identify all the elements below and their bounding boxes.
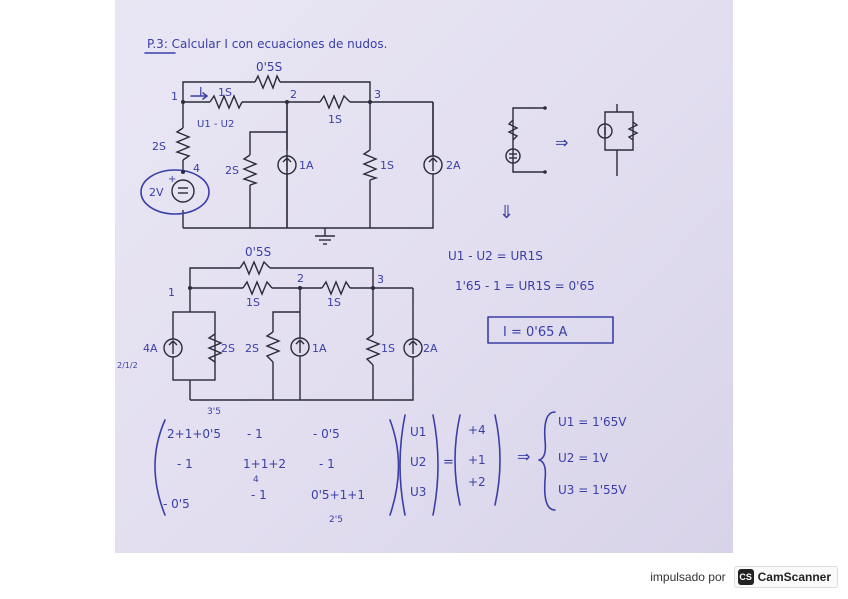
rhs-3: +2 — [468, 475, 486, 489]
c1-r14-label: 2S — [152, 140, 166, 153]
powered-by-text: impulsado por — [650, 570, 726, 584]
footer: impulsado por CS CamScanner — [650, 565, 838, 589]
problem-title: P.3: Calcular I con ecuaciones de nudos. — [147, 37, 387, 51]
c1-current-label: I — [199, 85, 203, 99]
m-r3c2: - 1 — [251, 488, 267, 502]
svg-text:+: + — [168, 174, 176, 185]
c1-top-resistor-label: 0'5S — [256, 60, 282, 74]
c2-r2g-label: 2S — [245, 342, 259, 355]
c1-r23-label: 1S — [328, 113, 342, 126]
c2-r12-label: 1S — [246, 296, 260, 309]
var-u2: U2 — [410, 455, 426, 469]
c1-node-4: 4 — [193, 162, 200, 175]
matrix-annot-top: 3'5 — [207, 407, 221, 417]
equals-sign: = — [443, 455, 454, 470]
eq1: U1 - U2 = UR1S — [448, 249, 543, 263]
c1-r3g-label: 1S — [380, 159, 394, 172]
c2-src2-label: 1A — [312, 342, 327, 355]
circuit-2: 0'5S 1S 1S 4A 2/1/2 2S 2S 1A 1S 2A 1 2 3 — [117, 245, 438, 401]
c1-voltage-label: U1 - U2 — [197, 119, 234, 130]
c2-node-2: 2 — [297, 272, 304, 285]
c2-src1-label: 4A — [143, 342, 158, 355]
matrix-annot-mid: 4 — [253, 475, 259, 485]
c1-node-3: 3 — [374, 88, 381, 101]
c1-node-1: 1 — [171, 90, 178, 103]
m-r3c3: 0'5+1+1 — [311, 488, 365, 502]
c1-node-2: 2 — [290, 88, 297, 101]
matrix-equation: 3'5 2+1+0'5 - 1 - 0'5 - 1 1+1+2 - 1 4 - … — [154, 407, 627, 525]
c1-src3-label: 2A — [446, 159, 461, 172]
c2-r1g-label: 2S — [221, 342, 235, 355]
c2-r23-label: 1S — [327, 296, 341, 309]
c2-r3g-label: 1S — [381, 342, 395, 355]
side-arrow: ⇒ — [555, 133, 568, 152]
side-sketch: ⇒ ⇓ — [499, 104, 639, 223]
var-u3: U3 — [410, 485, 426, 499]
rhs-2: +1 — [468, 453, 486, 467]
rhs-1: +4 — [468, 423, 486, 437]
c2-top-resistor-label: 0'5S — [245, 245, 271, 259]
c2-src3-label: 2A — [423, 342, 438, 355]
brand-name: CamScanner — [757, 570, 831, 584]
c1-src2-label: 1A — [299, 159, 314, 172]
m-r2c3: - 1 — [319, 457, 335, 471]
m-r3c1: - 0'5 — [163, 497, 190, 511]
circuit-1: + 0'5S I 1S U1 - U2 1S 2S 2S 1A 1S 2A 2V… — [140, 60, 461, 245]
m-r2c1: - 1 — [177, 457, 193, 471]
handwritten-sheet: P.3: Calcular I con ecuaciones de nudos. — [117, 37, 639, 525]
m-r1c2: - 1 — [247, 427, 263, 441]
eq2: 1'65 - 1 = UR1S = 0'65 — [455, 279, 595, 293]
implies-arrow: ⇒ — [517, 447, 530, 466]
c2-node-3: 3 — [377, 273, 384, 286]
scanned-page: P.3: Calcular I con ecuaciones de nudos. — [115, 0, 733, 553]
result: I = 0'65 A — [503, 325, 568, 340]
solution-u2: U2 = 1V — [558, 451, 609, 465]
equations: U1 - U2 = UR1S 1'65 - 1 = UR1S = 0'65 I … — [448, 249, 614, 344]
var-u1: U1 — [410, 425, 426, 439]
c1-r12-label: 1S — [218, 86, 232, 99]
camscanner-logo-icon: CS — [737, 569, 754, 585]
c2-node-1: 1 — [168, 286, 175, 299]
solution-u1: U1 = 1'65V — [558, 415, 627, 429]
matrix-annot-bot: 2'5 — [329, 515, 343, 525]
m-r2c2: 1+1+2 — [243, 457, 286, 471]
c1-vsrc-label: 2V — [149, 186, 164, 199]
m-r1c3: - 0'5 — [313, 427, 340, 441]
solution-u3: U3 = 1'55V — [558, 483, 627, 497]
down-arrow: ⇓ — [499, 202, 514, 223]
m-r1c1: 2+1+0'5 — [167, 427, 221, 441]
camscanner-badge[interactable]: CS CamScanner — [733, 566, 838, 588]
c1-r2g-label: 2S — [225, 164, 239, 177]
c2-src1-frac: 2/1/2 — [117, 361, 138, 370]
